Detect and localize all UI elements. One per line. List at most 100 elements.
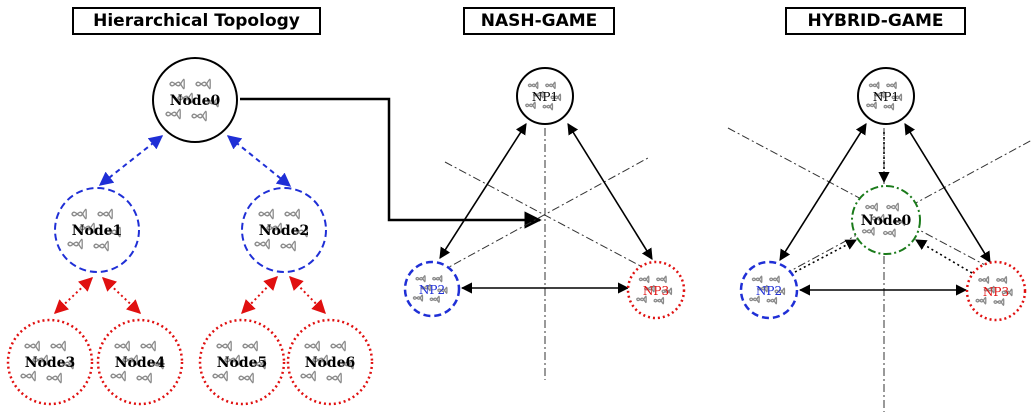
hybrid-edge-np1-np3 (904, 123, 991, 263)
dna-helix-icon (284, 208, 300, 220)
dna-helix-icon (46, 372, 62, 384)
dna-helix-icon (32, 354, 48, 366)
dna-helix-icon (50, 340, 66, 352)
dna-helix-icon (177, 92, 193, 104)
dna-helix-icon (892, 217, 906, 227)
node2-label: Node2 (259, 223, 310, 239)
dna-helix-icon (330, 340, 346, 352)
node4: Node4 (96, 318, 184, 406)
node0: Node0 (152, 57, 238, 143)
dna-helix-icon (868, 81, 880, 90)
dna-helix-icon (643, 284, 655, 293)
hybrid-np2-circle (739, 260, 799, 320)
nash-np3: NP3 (626, 260, 686, 320)
hybrid-np3-circle (965, 260, 1027, 322)
dna-helix-icon (873, 90, 885, 99)
node4-circle (96, 318, 184, 406)
dna-helix-icon (238, 372, 254, 384)
node6-circle (286, 318, 374, 406)
dna-helix-icon (254, 238, 270, 250)
dna-helix-icon (136, 372, 152, 384)
dna-helix-icon (756, 284, 768, 293)
dna-helix-icon (655, 275, 667, 284)
node5-label: Node5 (217, 355, 268, 371)
dna-helix-icon (140, 340, 156, 352)
dna-helix-icon (527, 81, 539, 90)
nash-np2: NP2 (403, 260, 461, 318)
dna-helix-icon (748, 295, 760, 304)
dna-helix-icon (861, 226, 875, 236)
node5: Node5 (198, 318, 286, 406)
dna-helix-icon (871, 213, 885, 223)
node3: Node3 (6, 318, 94, 406)
dna-helix-icon (224, 354, 240, 366)
node6-label: Node6 (305, 355, 356, 371)
title-hierarchical-topology: Hierarchical Topology (72, 7, 321, 35)
dna-helix-icon (191, 110, 207, 122)
nash-np3-circle (626, 260, 686, 320)
dna-helix-icon (550, 93, 562, 102)
edge-node0-node2 (226, 135, 292, 187)
dna-helix-icon (71, 208, 87, 220)
node3-label: Node3 (25, 355, 76, 371)
dna-helix-icon (993, 298, 1005, 306)
dna-helix-icon (312, 354, 328, 366)
nash-axes (439, 128, 649, 380)
dna-helix-icon (437, 286, 448, 294)
dna-helix-icon (751, 275, 763, 284)
hybrid-node0: Node0 (851, 185, 921, 255)
dna-helix-icon (67, 238, 83, 250)
dna-helix-icon (429, 295, 440, 303)
node2-circle (241, 187, 327, 273)
dna-helix-icon (885, 81, 897, 90)
dna-helix-icon (114, 340, 130, 352)
dna-helix-icon (983, 285, 995, 294)
dna-helix-icon (97, 208, 113, 220)
hybrid-np1: NP1 (857, 67, 915, 125)
edge-node1-node4 (101, 277, 142, 314)
dna-helix-icon (24, 340, 40, 352)
dna-helix-icon (412, 294, 424, 302)
nash-axis-diag-a (444, 161, 649, 271)
dna-helix-icon (93, 240, 109, 252)
nash-np2-label: NP2 (419, 283, 445, 297)
dna-helix-icon (768, 275, 780, 284)
dna-helix-icon (975, 296, 987, 305)
dna-helix-icon (431, 275, 443, 283)
title-nash-text: NASH-GAME (480, 11, 598, 31)
node1-circle (54, 187, 140, 273)
hybrid-np3-label: NP3 (983, 285, 1009, 299)
title-hierarchical-text: Hierarchical Topology (93, 11, 300, 31)
hybrid-edge-np3-node0 (915, 239, 973, 274)
dna-helix-icon (110, 370, 126, 382)
dna-helix-icon (250, 358, 266, 370)
node2: Node2 (241, 187, 327, 273)
nash-np3-label: NP3 (643, 284, 669, 298)
dna-helix-icon (774, 287, 786, 296)
dna-helix-icon (258, 208, 274, 220)
dna-helix-icon (280, 240, 296, 252)
dna-helix-icon (544, 81, 556, 90)
dna-helix-icon (266, 222, 282, 234)
hybrid-edge-np2-node0 (794, 239, 857, 273)
dna-helix-icon (242, 340, 258, 352)
dna-helix-icon (148, 358, 164, 370)
dna-helix-icon (995, 276, 1008, 284)
node4-label: Node4 (115, 355, 166, 371)
dna-helix-icon (292, 226, 308, 238)
dna-helix-icon (638, 275, 650, 284)
dna-helix-icon (766, 296, 778, 305)
dna-helix-icon (653, 296, 665, 305)
nash-edge-np1-np2 (439, 123, 527, 259)
nash-edges (439, 123, 653, 294)
dna-helix-icon (635, 295, 647, 304)
dna-helix-icon (79, 222, 95, 234)
hybrid-np1-label: NP1 (873, 90, 899, 104)
dna-helix-icon (304, 340, 320, 352)
dna-helix-icon (532, 90, 544, 99)
dna-helix-icon (165, 108, 181, 120)
dna-helix-icon (420, 284, 431, 292)
nash-np1: NP1 (516, 67, 574, 125)
